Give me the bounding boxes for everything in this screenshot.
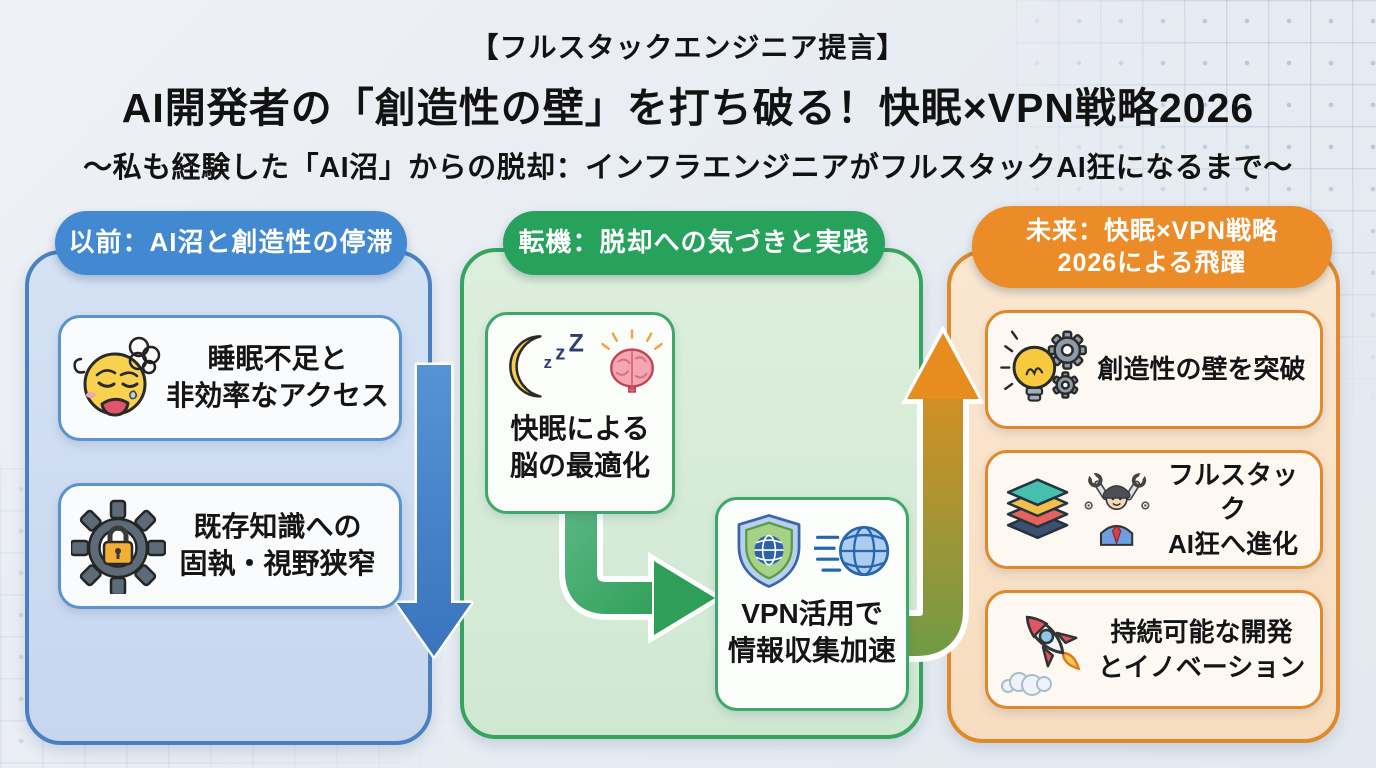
title-block: 【フルスタックエンジニア提言】 AI開発者の「創造性の壁」を打ち破る！快眠×VP…	[0, 0, 1376, 186]
card-fixed-knowledge: 既存知識への 固執・視野狭窄	[58, 483, 402, 609]
card-fullstack-evolution-text: フルスタック AI狂へ進化	[1167, 460, 1298, 559]
card-sleep-brain-text: 快眠による 脳の最適化	[509, 413, 650, 481]
card-sustainable-innovation: 持続可能な開発 とイノベーション	[985, 590, 1323, 709]
title-kicker: 【フルスタックエンジニア提言】	[470, 32, 906, 63]
header-turning-point: 転機：脱却への気づきと実践	[503, 211, 885, 275]
bulb-gears-icon	[998, 324, 1093, 416]
tired-face-icon	[71, 331, 166, 426]
speed-globe-icon	[814, 510, 896, 592]
engineer-icon	[1078, 467, 1156, 553]
rocket-icon	[998, 602, 1093, 697]
svg-text:Z: Z	[569, 329, 584, 357]
page-subtitle: ～私も経験した「AI沼」からの脱却：インフラエンジニアがフルスタックAI狂になる…	[83, 152, 1293, 184]
page-title: AI開発者の「創造性の壁」を打ち破る！快眠×VPN戦略2026	[121, 85, 1255, 131]
card-fullstack-evolution: フルスタック AI狂へ進化	[985, 450, 1323, 569]
svg-text:z: z	[544, 353, 552, 372]
card-vpn-text: VPN活用で 情報収集加速	[727, 598, 896, 666]
gear-lock-icon	[71, 499, 166, 594]
header-turning-label: 転機：脱却への気づきと実践	[518, 227, 870, 258]
shield-globe-icon	[728, 510, 810, 592]
card-sleep-deprivation: 睡眠不足と 非効率なアクセス	[58, 315, 402, 441]
card-creativity-breakthrough-text: 創造性の壁を突破	[1097, 354, 1306, 385]
header-future: 未来：快眠×VPN戦略 2026による飛躍	[972, 206, 1332, 288]
layers-icon	[998, 474, 1078, 546]
brain-icon	[596, 325, 668, 407]
card-sleep-brain: z z Z 快眠による 脳の最適化	[485, 312, 675, 514]
card-sleep-deprivation-text: 睡眠不足と 非効率なアクセス	[166, 343, 389, 411]
header-future-label-line2: 2026による飛躍	[1057, 249, 1247, 277]
card-creativity-breakthrough: 創造性の壁を突破	[985, 310, 1323, 429]
card-fixed-knowledge-text: 既存知識への 固執・視野狭窄	[179, 511, 376, 579]
header-future-label-line1: 未来：快眠×VPN戦略	[1025, 216, 1278, 245]
header-past-label: 以前：AI沼と創造性の停滞	[68, 227, 394, 258]
header-past: 以前：AI沼と創造性の停滞	[55, 211, 407, 275]
moon-zzz-icon: z z Z	[492, 325, 592, 407]
card-sustainable-innovation-text: 持続可能な開発 とイノベーション	[1097, 617, 1306, 682]
svg-text:z: z	[555, 343, 565, 365]
card-vpn: VPN活用で 情報収集加速	[715, 497, 909, 711]
